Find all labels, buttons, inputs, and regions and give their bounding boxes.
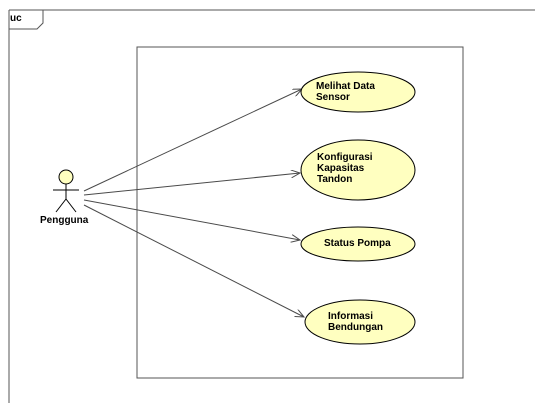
actor-name: Pengguna — [40, 215, 89, 226]
frame-tag-pentagon — [9, 9, 44, 30]
association-informasi-bendungan — [83, 204, 304, 317]
association-status-pompa — [83, 199, 300, 240]
use-case-label-melihat-data-sensor: Melihat Data Sensor — [316, 81, 375, 103]
use-case-label-line: Informasi — [328, 311, 374, 322]
use-case-label-line: Kapasitas — [317, 163, 365, 174]
use-case-label-informasi-bendungan: Informasi Bendungan — [328, 311, 383, 333]
use-case-label-line: Sensor — [316, 92, 350, 103]
stick-figure-actor-icon — [53, 169, 79, 213]
frame-tag-label: uc — [10, 13, 22, 24]
system-boundary — [136, 46, 464, 379]
use-case-label-line: Bendungan — [328, 322, 383, 333]
use-case-label-line: Status Pompa — [324, 238, 391, 249]
use-case-label-line: Tandon — [317, 174, 353, 185]
use-case-informasi-bendungan[interactable] — [304, 299, 416, 345]
actor-head — [58, 169, 74, 185]
use-case-label-line: Konfigurasi — [317, 152, 373, 163]
use-case-status-pompa[interactable] — [300, 226, 416, 262]
use-case-label-konfigurasi-kapasitas-tandon: Konfigurasi Kapasitas Tandon — [317, 152, 373, 185]
use-case-konfigurasi-kapasitas-tandon[interactable] — [300, 139, 416, 201]
use-case-melihat-data-sensor[interactable] — [300, 71, 416, 113]
association-melihat-data-sensor — [83, 89, 302, 192]
use-case-label-line: Melihat Data — [316, 81, 375, 92]
association-konfigurasi-kapasitas-tandon — [83, 173, 300, 196]
use-case-label-status-pompa: Status Pompa — [324, 238, 391, 249]
